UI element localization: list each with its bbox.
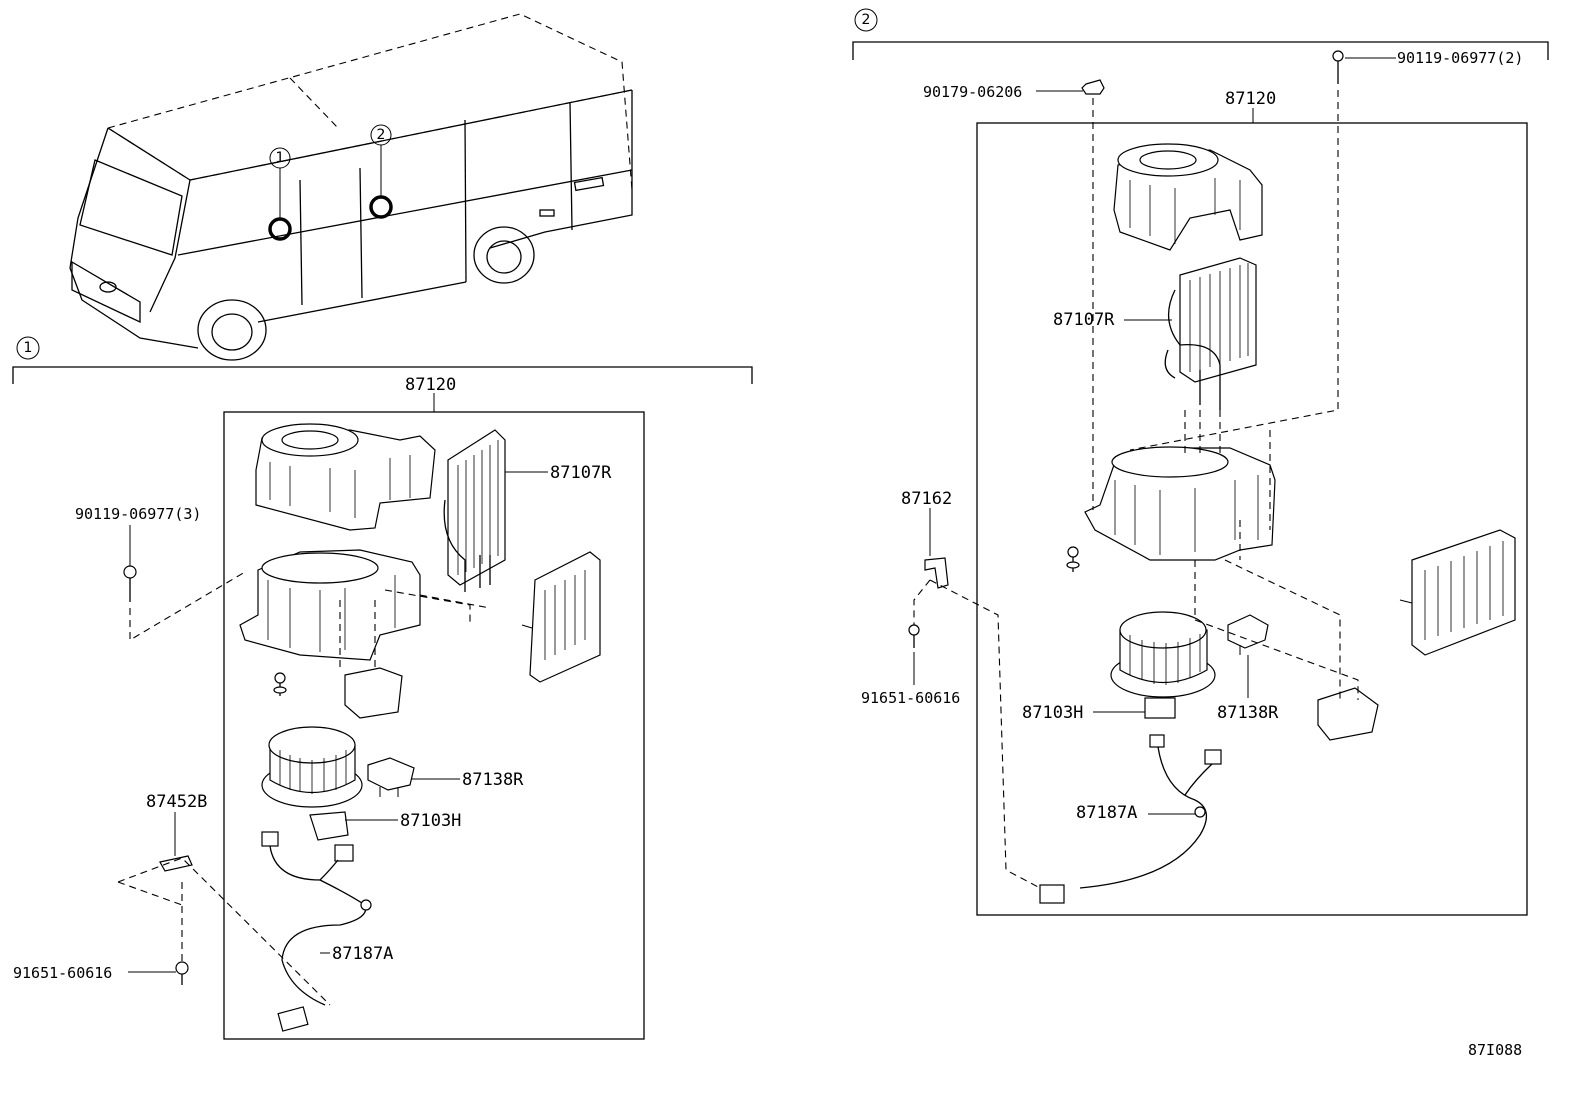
- s1-resistor: [367, 757, 415, 797]
- s1-label-resistor: 87138R: [462, 770, 524, 790]
- s1-wire-harness: [261, 831, 372, 1032]
- s2-label-bracket: 87162: [901, 489, 952, 509]
- callout-1-vehicle: 1: [276, 150, 285, 166]
- section-2-marker: [854, 8, 878, 32]
- s1-label-bracket: 87452B: [146, 792, 207, 812]
- section-1-number: 1: [24, 340, 33, 356]
- s2-label-evaporator: 87107R: [1053, 310, 1115, 330]
- s2-screw-b: [908, 624, 920, 648]
- s2-wire-harness: [1039, 734, 1222, 904]
- callout-2-vehicle: 2: [377, 127, 386, 143]
- s2-screw-small: [1066, 546, 1080, 572]
- s2-resistor: [1227, 614, 1269, 655]
- s1-label-screw-a: 90119-06977(3): [75, 505, 201, 523]
- s1-screw-b: [175, 961, 189, 985]
- s2-nut: [1081, 79, 1105, 95]
- s2-blower-motor: [1110, 611, 1216, 719]
- vehicle-illustration: [69, 13, 633, 361]
- s1-screw-a: [123, 565, 137, 602]
- s2-duct-piece: [1317, 687, 1379, 741]
- s1-label-screw-b: 91651-60616: [13, 964, 112, 982]
- s1-screw-small: [273, 672, 287, 696]
- s2-blower-case-upper: [1113, 143, 1263, 251]
- s2-evaporator: [1164, 257, 1257, 410]
- s2-label-screw-b: 91651-60616: [861, 689, 960, 707]
- s2-blower-case-lower: [1084, 446, 1276, 561]
- s1-blower-case-lower: [239, 549, 421, 719]
- s2-bracket: [924, 557, 949, 589]
- figure-id: 87I088: [1468, 1041, 1522, 1059]
- s1-label-wire: 87187A: [332, 944, 393, 964]
- section-1-marker: [16, 336, 40, 360]
- s2-label-screw-a: 90119-06977(2): [1397, 49, 1523, 67]
- section-2-bracket: [852, 41, 1549, 60]
- s1-louver-panel: [521, 551, 601, 683]
- s2-screw-a: [1332, 50, 1344, 84]
- s2-louver-panel: [1399, 529, 1516, 656]
- s1-assembly-box: [223, 411, 645, 1040]
- s1-blower-motor: [261, 726, 363, 841]
- s2-label-blower-motor: 87103H: [1022, 703, 1083, 723]
- s2-assembly-label: 87120: [1225, 89, 1276, 109]
- s2-label-wire: 87187A: [1076, 803, 1137, 823]
- s2-label-resistor: 87138R: [1217, 703, 1279, 723]
- s2-assembly-box: [976, 122, 1528, 916]
- s2-label-nut: 90179-06206: [923, 83, 1022, 101]
- s1-evaporator: [443, 429, 506, 592]
- s1-label-evaporator: 87107R: [550, 463, 612, 483]
- s1-label-blower-motor: 87103H: [400, 811, 461, 831]
- s1-assembly-label: 87120: [405, 375, 456, 395]
- s1-bracket: [159, 855, 193, 872]
- section-1-bracket: [12, 366, 753, 384]
- section-2-number: 2: [862, 12, 871, 28]
- s1-blower-case-upper: [255, 423, 436, 531]
